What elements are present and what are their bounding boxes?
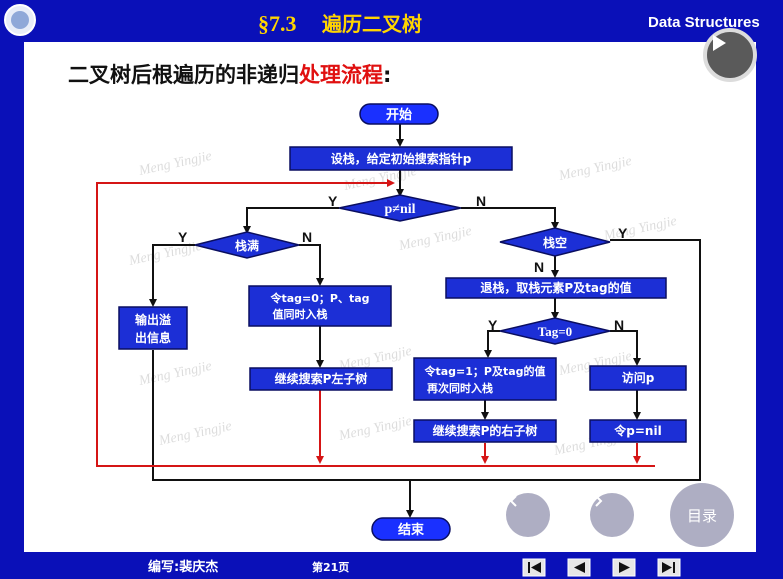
first-slide-button[interactable] xyxy=(522,558,546,577)
repush-box xyxy=(413,357,557,401)
chevron-right-icon xyxy=(595,495,603,507)
loop-group xyxy=(96,179,655,467)
push-line1: 令tag=0；P、tag xyxy=(269,291,369,305)
connector-overflow-exit xyxy=(152,350,410,481)
init-box xyxy=(289,146,513,171)
branch-yes-tag: Y xyxy=(488,317,498,333)
prev-button[interactable] xyxy=(506,493,550,537)
toc-button[interactable]: 目录 xyxy=(670,483,734,547)
start-label: 开始 xyxy=(386,107,412,123)
cond-full-diamond xyxy=(194,231,300,259)
set-nil-label: 令p=nil xyxy=(613,423,661,438)
section-number: §7.3 xyxy=(258,11,297,36)
end-node xyxy=(371,517,451,541)
end-label: 结束 xyxy=(398,522,425,538)
loop-back-to-cond xyxy=(96,179,655,467)
pop-label: 退栈，取栈元素P及tag的值 xyxy=(480,280,631,295)
search-right-box xyxy=(413,419,557,443)
branch-no-tag: N xyxy=(614,317,624,333)
last-slide-button[interactable] xyxy=(657,558,681,577)
connector-cond-full xyxy=(243,207,339,234)
play-icon xyxy=(713,35,726,51)
connector-cond-empty xyxy=(461,207,559,230)
push-box xyxy=(248,285,392,327)
cond-tag-diamond xyxy=(499,317,611,345)
start-node xyxy=(359,103,439,125)
search-left-label: 继续搜索P左子树 xyxy=(275,371,368,386)
cond-empty-diamond xyxy=(499,227,611,257)
branch-no-full: N xyxy=(302,229,312,245)
first-slide-icon xyxy=(528,562,530,573)
connector-tag-visit xyxy=(610,330,641,366)
branch-yes-full: Y xyxy=(178,229,188,245)
play-button[interactable] xyxy=(703,28,757,82)
last-slide-icon xyxy=(662,562,672,573)
visit-label: 访问p xyxy=(622,370,655,385)
branch-no-p: N xyxy=(476,193,486,209)
connector-tag-repush xyxy=(484,330,500,358)
cond-full-label: 栈满 xyxy=(235,238,259,253)
chevron-left-icon xyxy=(509,495,517,507)
pop-box xyxy=(445,277,667,299)
branch-no-empty: N xyxy=(534,259,544,275)
university-logo-inner xyxy=(11,11,29,29)
search-right-label: 继续搜索P的右子树 xyxy=(433,423,538,438)
chapter-title: 遍历二叉树 xyxy=(321,12,422,36)
search-left-box xyxy=(249,367,393,391)
prev-slide-icon xyxy=(574,562,585,573)
brand-label: Data Structures xyxy=(648,14,760,31)
connector-empty-exit xyxy=(410,239,701,481)
visit-box xyxy=(589,365,687,391)
connector-group xyxy=(149,122,701,518)
cond-empty-label: 栈空 xyxy=(543,235,567,250)
next-slide-icon xyxy=(619,562,630,573)
next-slide-button[interactable] xyxy=(612,558,636,577)
next-button[interactable] xyxy=(590,493,634,537)
cond-p-diamond xyxy=(338,194,462,222)
overflow-line2: 出信息 xyxy=(135,330,171,345)
push-line2: 值同时入栈 xyxy=(273,307,328,321)
cond-p-label: p≠nil xyxy=(384,202,415,217)
connector-full-overflow xyxy=(149,244,195,307)
first-slide-icon xyxy=(531,562,541,573)
last-slide-icon xyxy=(673,562,675,573)
set-nil-box xyxy=(589,419,687,443)
toc-label: 目录 xyxy=(686,506,717,525)
slide-nav xyxy=(522,558,681,577)
author-label: 编写:裴庆杰 xyxy=(148,559,218,575)
connector-full-push xyxy=(299,244,324,286)
cond-tag-label: Tag=0 xyxy=(538,324,572,339)
page-number: 第21页 xyxy=(312,560,349,574)
slide-heading: 二叉树后根遍历的非递归处理流程: xyxy=(68,63,391,87)
branch-label-group: Y N Y N Y N Y N xyxy=(178,193,628,333)
init-label: 设栈，给定初始搜索指针p xyxy=(331,151,472,166)
prev-slide-button[interactable] xyxy=(567,558,591,577)
overflow-box xyxy=(118,306,188,350)
branch-yes-p: Y xyxy=(328,193,338,209)
overflow-line1: 输出溢 xyxy=(135,312,171,327)
repush-line1: 令tag=1；P及tag的值 xyxy=(423,364,545,378)
branch-yes-empty: Y xyxy=(618,225,628,241)
repush-line2: 再次同时入栈 xyxy=(427,381,493,395)
